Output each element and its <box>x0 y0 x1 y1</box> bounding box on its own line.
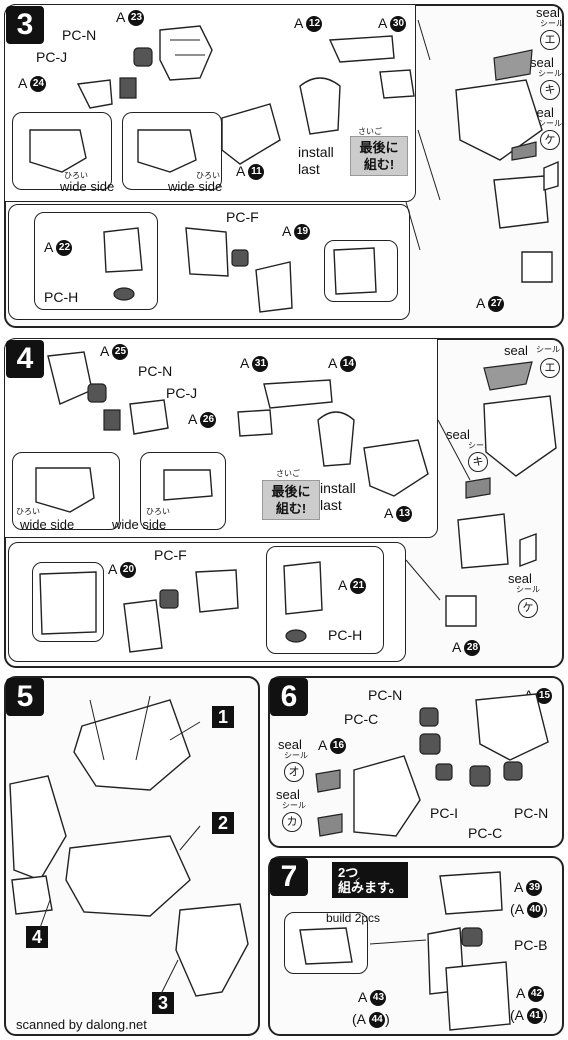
label-pc-n-6b: PC-N <box>514 805 549 821</box>
banner-ruby: く <box>354 877 362 886</box>
seal-ke-sub-4: シール <box>516 585 540 594</box>
seal-o-sub: シール <box>284 751 308 760</box>
label-pc-f: PC-F <box>226 209 259 225</box>
step-4-detail-box-2 <box>266 546 384 654</box>
step-5-panel <box>4 676 260 1036</box>
seal-ka-sub: シール <box>282 801 306 810</box>
wide-side-label-3: wide side <box>20 517 75 532</box>
label-pc-h: PC-H <box>44 289 79 305</box>
label-a42: A 42 <box>516 986 545 1003</box>
seal-ki-label: seal <box>530 55 554 70</box>
label-a44: (A 44) <box>352 1011 390 1029</box>
seal-ke-kana-4: ケ <box>518 598 538 618</box>
step-6-number: 6 <box>270 678 308 716</box>
seal-ki-sub-4: シール <box>468 441 492 450</box>
callout-3: 3 <box>152 992 174 1014</box>
label-pc-n-4: PC-N <box>138 363 173 379</box>
label-a11: A 11 <box>236 164 265 181</box>
scan-credit: scanned by dalong.net <box>16 1017 147 1032</box>
step-3-number: 3 <box>6 6 44 44</box>
step-4-detail-box-1 <box>32 562 104 642</box>
install-last-note-jp-4: 最後に 組む! <box>262 480 320 520</box>
seal-e-sub-4: シール <box>536 345 560 354</box>
step-3-detail-box-2 <box>324 240 398 302</box>
label-a23: A 23 <box>116 10 145 27</box>
wide-side-label-4: wide side <box>112 517 167 532</box>
note-ruby: さいご <box>358 127 382 136</box>
note-ruby-4: さいご <box>276 469 300 478</box>
label-a24: A 24 <box>18 76 47 93</box>
label-a26: A 26 <box>188 412 217 429</box>
callout-1: 1 <box>212 706 234 728</box>
seal-o-label: seal <box>278 737 302 752</box>
label-pc-j-4: PC-J <box>166 385 198 401</box>
label-a31: A 31 <box>240 356 269 373</box>
label-a13: A 13 <box>384 506 413 523</box>
label-pc-j: PC-J <box>36 49 68 65</box>
install-last-note-4: install last <box>320 480 356 513</box>
seal-e-sub: シール <box>540 19 564 28</box>
callout-2: 2 <box>212 812 234 834</box>
hiroi-label-1: ひろい <box>64 171 88 180</box>
label-a21: A 21 <box>338 578 367 595</box>
install-last-note: install last <box>298 144 334 177</box>
step-6-panel <box>268 676 564 848</box>
label-pc-n: PC-N <box>62 27 97 43</box>
build-two-banner: 2つ 組みます。 <box>332 862 408 898</box>
step-7-panel <box>268 856 564 1036</box>
seal-o-kana: オ <box>284 762 304 782</box>
hiroi-label-2: ひろい <box>196 171 220 180</box>
label-a14: A 14 <box>328 356 357 373</box>
label-pc-b: PC-B <box>514 937 548 953</box>
hiroi-label-4: ひろい <box>146 507 170 516</box>
label-pc-f-4: PC-F <box>154 547 187 563</box>
label-a16: A 16 <box>318 738 347 755</box>
seal-ki-kana: キ <box>540 80 560 100</box>
label-a27: A 27 <box>476 296 505 313</box>
label-a15: A 15 <box>524 688 553 705</box>
seal-ka-label: seal <box>276 787 300 802</box>
hiroi-label-3: ひろい <box>16 507 40 516</box>
label-pc-i: PC-I <box>430 805 458 821</box>
label-a19: A 19 <box>282 224 311 241</box>
label-a22: A 22 <box>44 240 73 257</box>
seal-ke-kana: ケ <box>540 130 560 150</box>
seal-ke-label: seal <box>530 105 554 120</box>
step-5-number: 5 <box>6 678 44 716</box>
seal-ki-kana-4: キ <box>468 452 488 472</box>
label-pc-c-6a: PC-C <box>344 711 379 727</box>
step-4-number: 4 <box>6 340 44 378</box>
label-a28: A 28 <box>452 640 481 657</box>
label-a25: A 25 <box>100 344 129 361</box>
label-a12: A 12 <box>294 16 323 33</box>
label-a43: A 43 <box>358 990 387 1007</box>
seal-e-kana: エ <box>540 30 560 50</box>
label-a30: A 30 <box>378 16 407 33</box>
seal-ke-label-4: seal <box>508 571 532 586</box>
seal-ke-sub: シール <box>538 119 562 128</box>
label-a20: A 20 <box>108 562 137 579</box>
label-a40: (A 40) <box>510 901 548 919</box>
install-last-note-jp: 最後に 組む! <box>350 136 408 176</box>
label-pc-n-6a: PC-N <box>368 687 403 703</box>
callout-4: 4 <box>26 926 48 948</box>
seal-ki-label-4: seal <box>446 427 470 442</box>
wide-side-label-2: wide side <box>168 179 223 194</box>
label-pc-c-6b: PC-C <box>468 825 503 841</box>
seal-ka-kana: カ <box>282 812 302 832</box>
step-7-number: 7 <box>270 858 308 896</box>
seal-e-label: seal <box>536 5 560 20</box>
seal-e-label-4: seal <box>504 343 528 358</box>
seal-ki-sub: シール <box>538 69 562 78</box>
wide-side-label-1: wide side <box>60 179 115 194</box>
label-a39: A 39 <box>514 880 543 897</box>
label-a41: (A 41) <box>510 1007 548 1025</box>
build-2pcs-label: build 2pcs <box>326 911 381 925</box>
seal-e-kana-4: エ <box>540 358 560 378</box>
label-pc-h-4: PC-H <box>328 627 363 643</box>
